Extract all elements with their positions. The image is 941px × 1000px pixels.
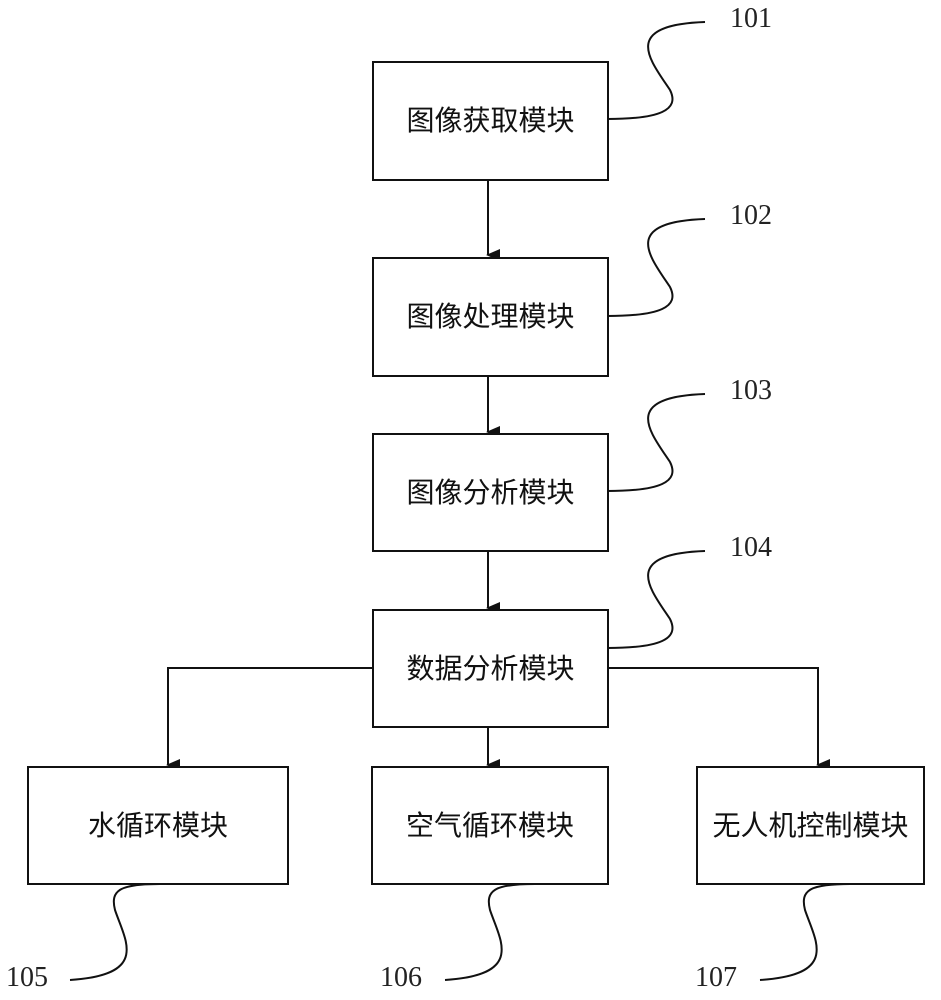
ref-number-103: 103 <box>730 375 772 406</box>
module-air-circulation: 空气循环模块 <box>371 766 609 885</box>
ref-number-101: 101 <box>730 3 772 34</box>
module-label: 图像获取模块 <box>406 104 575 137</box>
module-water-circulation: 水循环模块 <box>27 766 289 885</box>
module-label: 图像处理模块 <box>406 300 575 333</box>
leader-105 <box>69 883 161 981</box>
module-label: 图像分析模块 <box>406 475 575 509</box>
leader-107 <box>759 883 851 981</box>
module-image-processing: 图像处理模块 <box>372 257 609 377</box>
ref-number-102: 102 <box>730 200 772 231</box>
leader-102 <box>606 218 706 317</box>
leader-103 <box>606 393 706 492</box>
module-data-analysis: 数据分析模块 <box>372 609 609 728</box>
module-drone-control: 无人机控制模块 <box>696 766 925 885</box>
arrow-104-107 <box>607 667 830 771</box>
module-image-acquisition: 图像获取模块 <box>372 61 609 181</box>
module-label: 无人机控制模块 <box>712 808 909 842</box>
module-label: 水循环模块 <box>87 808 228 842</box>
module-label: 数据分析模块 <box>406 651 575 685</box>
module-label: 空气循环模块 <box>405 808 574 842</box>
leader-106 <box>444 883 536 981</box>
leader-101 <box>606 21 706 120</box>
ref-number-105: 105 <box>6 962 48 993</box>
ref-number-106: 106 <box>380 962 422 993</box>
ref-number-104: 104 <box>730 532 772 563</box>
leader-104 <box>606 550 706 649</box>
arrow-104-105 <box>166 667 373 771</box>
module-image-analysis: 图像分析模块 <box>372 433 609 552</box>
ref-number-107: 107 <box>695 962 737 993</box>
